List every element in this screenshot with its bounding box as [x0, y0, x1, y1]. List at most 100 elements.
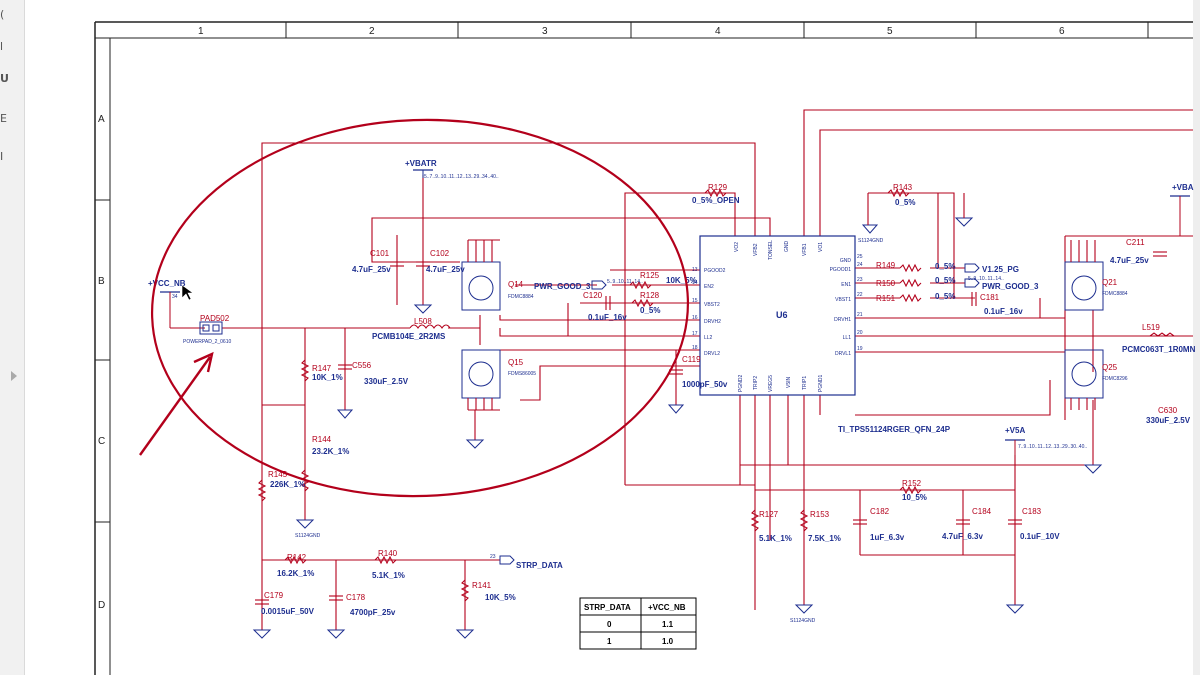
svg-text:C181: C181 [980, 293, 1000, 302]
svg-text:PGOOD1: PGOOD1 [830, 267, 852, 273]
mouse-cursor-icon [181, 284, 194, 301]
svg-text:0_5%: 0_5% [895, 198, 915, 207]
svg-text:PCMC063T_1R0MN: PCMC063T_1R0MN [1122, 345, 1196, 354]
svg-text:0.1uF_16v: 0.1uF_16v [984, 307, 1023, 316]
svg-text:VBST1: VBST1 [835, 297, 851, 303]
svg-text:Q21: Q21 [1102, 278, 1118, 287]
svg-text:S1124GND: S1124GND [295, 533, 321, 539]
svg-text:20: 20 [857, 330, 863, 336]
svg-text:4.7uF_6.3v: 4.7uF_6.3v [942, 532, 983, 541]
svg-text:R150: R150 [876, 279, 896, 288]
table-cell: 0 [607, 620, 612, 629]
svg-text:R147: R147 [312, 364, 332, 373]
svg-text:GND: GND [840, 258, 852, 264]
annotation-arrow-icon [139, 356, 211, 456]
column-label: 4 [715, 26, 721, 37]
svg-text:4.7uF_25v: 4.7uF_25v [1110, 256, 1149, 265]
row-label: B [98, 276, 105, 287]
svg-text:10K_1%: 10K_1% [312, 373, 343, 382]
table-cell: 1.0 [662, 637, 674, 646]
svg-text:R145: R145 [268, 470, 288, 479]
svg-text:C630: C630 [1158, 406, 1178, 415]
svg-text:PGOOD2: PGOOD2 [704, 268, 726, 274]
svg-text:C119: C119 [682, 355, 701, 364]
u6-left-pins: PGOOD2 EN2 VBST2 DRVH2 LL2 DRVL2 13 14 1… [692, 267, 726, 357]
svg-text:VO1: VO1 [818, 242, 824, 252]
column-label: 5 [887, 26, 893, 37]
annotation-arrowhead-icon [193, 351, 214, 373]
power-flags [160, 169, 1190, 455]
svg-text:C178: C178 [346, 593, 366, 602]
column-label: 1 [198, 26, 204, 37]
svg-text:25: 25 [857, 254, 863, 260]
svg-text:R144: R144 [312, 435, 332, 444]
svg-text:23: 23 [490, 554, 496, 560]
strp-data-label: STRP_DATA [516, 561, 563, 570]
svg-text:330uF_2.5V: 330uF_2.5V [364, 377, 409, 386]
mosfet-q15-symbol [461, 349, 501, 411]
svg-text:C102: C102 [430, 249, 450, 258]
svg-text:4.7uF_25v: 4.7uF_25v [426, 265, 465, 274]
vbatr-pages: 5..7..9..10..11..12..13..29..34..40.. [424, 174, 499, 180]
svg-text:19: 19 [857, 346, 863, 352]
svg-text:R153: R153 [810, 510, 830, 519]
svg-text:V5IN: V5IN [786, 376, 792, 388]
svg-text:R128: R128 [640, 291, 660, 300]
svg-text:R141: R141 [472, 581, 492, 590]
sidebar-glyph: I [0, 150, 4, 163]
svg-text:R127: R127 [759, 510, 779, 519]
svg-text:PCMB104E_2R2MS: PCMB104E_2R2MS [372, 332, 446, 341]
strap-table: STRP_DATA +VCC_NB 0 1.1 1 1.0 [579, 597, 697, 650]
row-label: A [98, 114, 105, 125]
svg-text:0_5%: 0_5% [640, 306, 660, 315]
svg-text:0_5%: 0_5% [935, 292, 955, 301]
svg-text:C211: C211 [1126, 238, 1145, 247]
svg-text:EN2: EN2 [704, 284, 714, 290]
svg-text:C120: C120 [583, 291, 603, 300]
sidebar-glyph: ( [0, 8, 5, 21]
svg-text:DRVH2: DRVH2 [704, 319, 721, 325]
table-cell: 1 [607, 637, 612, 646]
svg-text:R129: R129 [708, 183, 728, 192]
svg-text:0.1uF_10V: 0.1uF_10V [1020, 532, 1060, 541]
mosfet-q14-symbol [461, 239, 501, 311]
u6-ref: U6 [776, 310, 788, 320]
svg-text:L519: L519 [1142, 323, 1160, 332]
table-cell: 1.1 [662, 620, 674, 629]
svg-text:7.5K_1%: 7.5K_1% [808, 534, 841, 543]
svg-text:VFB2: VFB2 [753, 243, 759, 256]
svg-text:C182: C182 [870, 507, 890, 516]
svg-text:1000pF_50v: 1000pF_50v [682, 380, 728, 389]
svg-text:TONSEL: TONSEL [768, 240, 774, 260]
expand-sidebar-arrow-icon[interactable] [11, 371, 17, 381]
svg-text:Q14: Q14 [508, 280, 524, 289]
svg-text:R125: R125 [640, 271, 660, 280]
svg-text:VBST2: VBST2 [704, 302, 720, 308]
svg-text:R151: R151 [876, 294, 896, 303]
column-label: 6 [1059, 26, 1065, 37]
component-labels: +VBATR 5..7..9..10..11..12..13..29..34..… [148, 159, 1196, 624]
svg-text:5..9..10..11..14..: 5..9..10..11..14.. [968, 276, 1004, 282]
svg-text:FDMC8884: FDMC8884 [508, 294, 534, 300]
svg-text:DRVL2: DRVL2 [704, 351, 720, 357]
svg-text:5.1K_1%: 5.1K_1% [759, 534, 792, 543]
svg-text:PGND2: PGND2 [738, 375, 744, 392]
svg-text:TRIP1: TRIP1 [802, 376, 808, 390]
svg-text:R149: R149 [876, 261, 896, 270]
ground-symbols [252, 193, 1103, 639]
svg-text:R152: R152 [902, 479, 922, 488]
u6-chip-body[interactable] [699, 235, 856, 396]
svg-text:C101: C101 [370, 249, 390, 258]
frame-row-labels: A B C D [98, 114, 105, 611]
wires [170, 109, 1193, 630]
inductor-l508-symbol [409, 324, 451, 329]
v125-pg-label: V1.25_PG [982, 265, 1019, 274]
svg-text:1uF_6.3v: 1uF_6.3v [870, 533, 905, 542]
table-header: STRP_DATA [584, 603, 631, 612]
column-label: 2 [369, 26, 375, 37]
svg-text:23: 23 [857, 277, 863, 283]
svg-text:C183: C183 [1022, 507, 1042, 516]
row-label: D [98, 600, 105, 611]
scrollbar[interactable] [1193, 0, 1200, 675]
